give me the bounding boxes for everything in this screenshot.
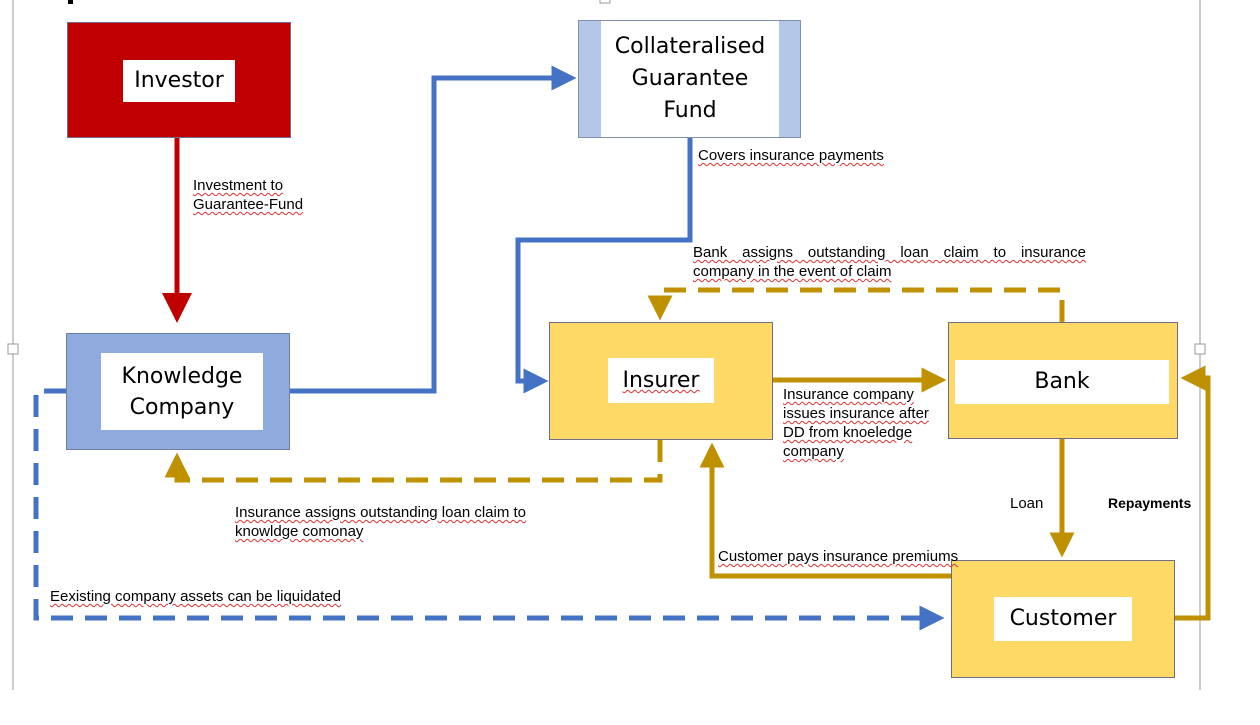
node-customer-label: Customer [994, 597, 1132, 641]
node-customer[interactable]: Customer [951, 560, 1175, 678]
label-covers: Covers insurance payments [698, 147, 884, 164]
node-investor[interactable]: Investor [67, 22, 291, 138]
label-repayments: Repayments [1108, 495, 1192, 511]
resize-handle-right[interactable] [1194, 343, 1206, 355]
node-guarantee-fund-label: Collateralised Guarantee Fund [601, 21, 779, 137]
node-insurer-label: Insurer [608, 358, 714, 403]
arrow-bank-assigns [647, 287, 1065, 322]
label-loan: Loan [1010, 495, 1044, 512]
label-bank-assigns: Bank assigns outstanding loan claim to i… [693, 244, 1086, 280]
label-issues: Insurance company issues insurance after… [783, 386, 929, 460]
node-bank[interactable]: Bank [948, 322, 1178, 439]
arrow-insurance-assigns [164, 440, 663, 483]
node-insurer[interactable]: Insurer [549, 322, 773, 440]
node-bank-label: Bank [955, 360, 1169, 404]
label-insurance-assigns: Insurance assigns outstanding loan claim… [235, 504, 527, 540]
node-insurer-text: Insurer [622, 367, 700, 393]
label-investment: Investment to Guarantee-Fund [193, 177, 304, 213]
page-corner-mark [68, 0, 73, 4]
node-guarantee-fund[interactable]: Collateralised Guarantee Fund [578, 20, 801, 138]
resize-handle-left[interactable] [7, 343, 19, 355]
arrow-knowledge-to-fund [289, 65, 577, 394]
node-investor-label: Investor [123, 60, 235, 102]
arrow-fund-to-insurer [515, 138, 693, 394]
arrow-premiums [699, 442, 952, 579]
label-premiums: Customer pays insurance premiums [718, 548, 959, 565]
node-knowledge-company[interactable]: Knowledge Company [66, 333, 290, 450]
resize-handle-top[interactable] [599, 0, 611, 4]
arrow-repayments [1175, 365, 1211, 621]
node-knowledge-company-label: Knowledge Company [101, 353, 263, 430]
label-liquidated: Eexisting company assets can be liquidat… [50, 588, 342, 605]
arrow-assets-liquidated [33, 388, 945, 631]
